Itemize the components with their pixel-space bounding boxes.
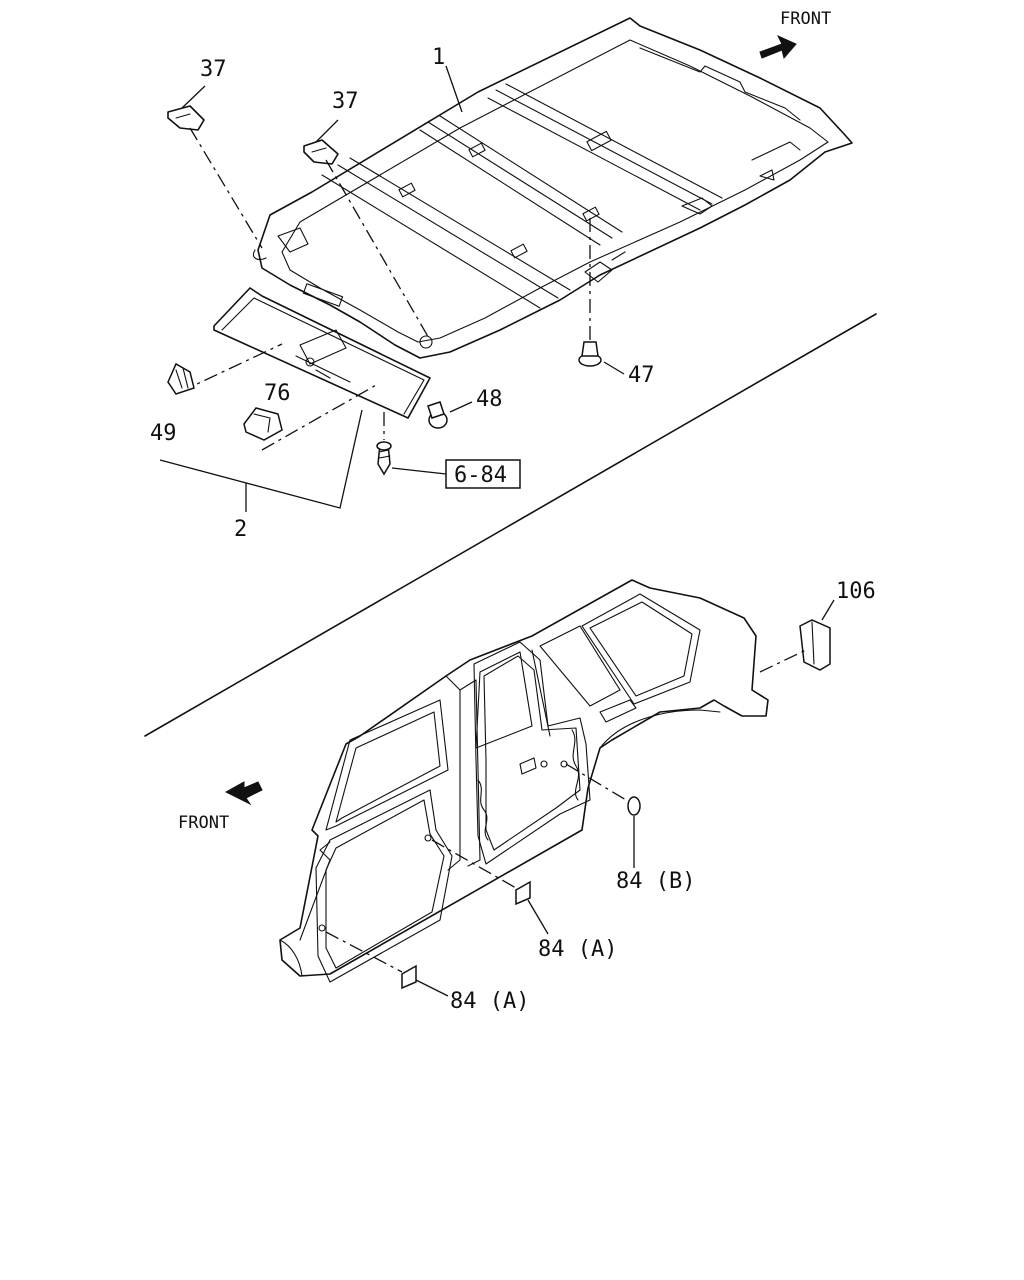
leader-37-left-to-headliner bbox=[189, 127, 263, 249]
leader-1 bbox=[445, 65, 463, 113]
clip-37-center bbox=[303, 119, 339, 165]
callout-106: 106 bbox=[836, 579, 876, 604]
ref-box-6-84 bbox=[445, 459, 521, 489]
callout-84b: 84 (B) bbox=[616, 869, 695, 894]
front-arrow-bottom bbox=[224, 781, 263, 806]
fastener-48 bbox=[427, 401, 473, 429]
callout-1: 1 bbox=[432, 45, 445, 70]
sunvisor-assembly bbox=[213, 287, 431, 419]
plug-84a-upper bbox=[431, 839, 549, 935]
callout-84a-lower: 84 (A) bbox=[450, 989, 529, 1014]
callout-49: 49 bbox=[150, 421, 177, 446]
front-label-top: FRONT bbox=[780, 9, 831, 29]
front-label-bottom: FRONT bbox=[178, 813, 229, 833]
leader-76 bbox=[261, 383, 379, 451]
callout-37-center: 37 bbox=[332, 89, 359, 114]
lamp-76 bbox=[243, 407, 283, 441]
callout-2: 2 bbox=[234, 517, 247, 542]
plug-84a-lower bbox=[325, 931, 449, 997]
clip-37-left bbox=[167, 85, 206, 131]
callout-76: 76 bbox=[264, 381, 291, 406]
callout-84a-upper: 84 (A) bbox=[538, 937, 617, 962]
callout-48: 48 bbox=[476, 387, 503, 412]
callout-47: 47 bbox=[628, 363, 655, 388]
leader-37-center-to-headliner bbox=[325, 159, 431, 341]
callout-6-84: 6-84 bbox=[454, 463, 507, 488]
divider-line bbox=[144, 313, 877, 737]
callout-37-left: 37 bbox=[200, 57, 227, 82]
front-arrow-top bbox=[759, 34, 797, 60]
bracket-2 bbox=[159, 409, 363, 509]
leader-49 bbox=[179, 343, 283, 393]
clip-49 bbox=[167, 362, 195, 395]
fastener-47 bbox=[578, 218, 625, 375]
headliner bbox=[252, 17, 853, 359]
body-side-panel bbox=[279, 579, 769, 983]
plug-84b bbox=[565, 763, 641, 868]
screw-6-84 bbox=[376, 441, 447, 476]
trim-106 bbox=[759, 599, 835, 673]
